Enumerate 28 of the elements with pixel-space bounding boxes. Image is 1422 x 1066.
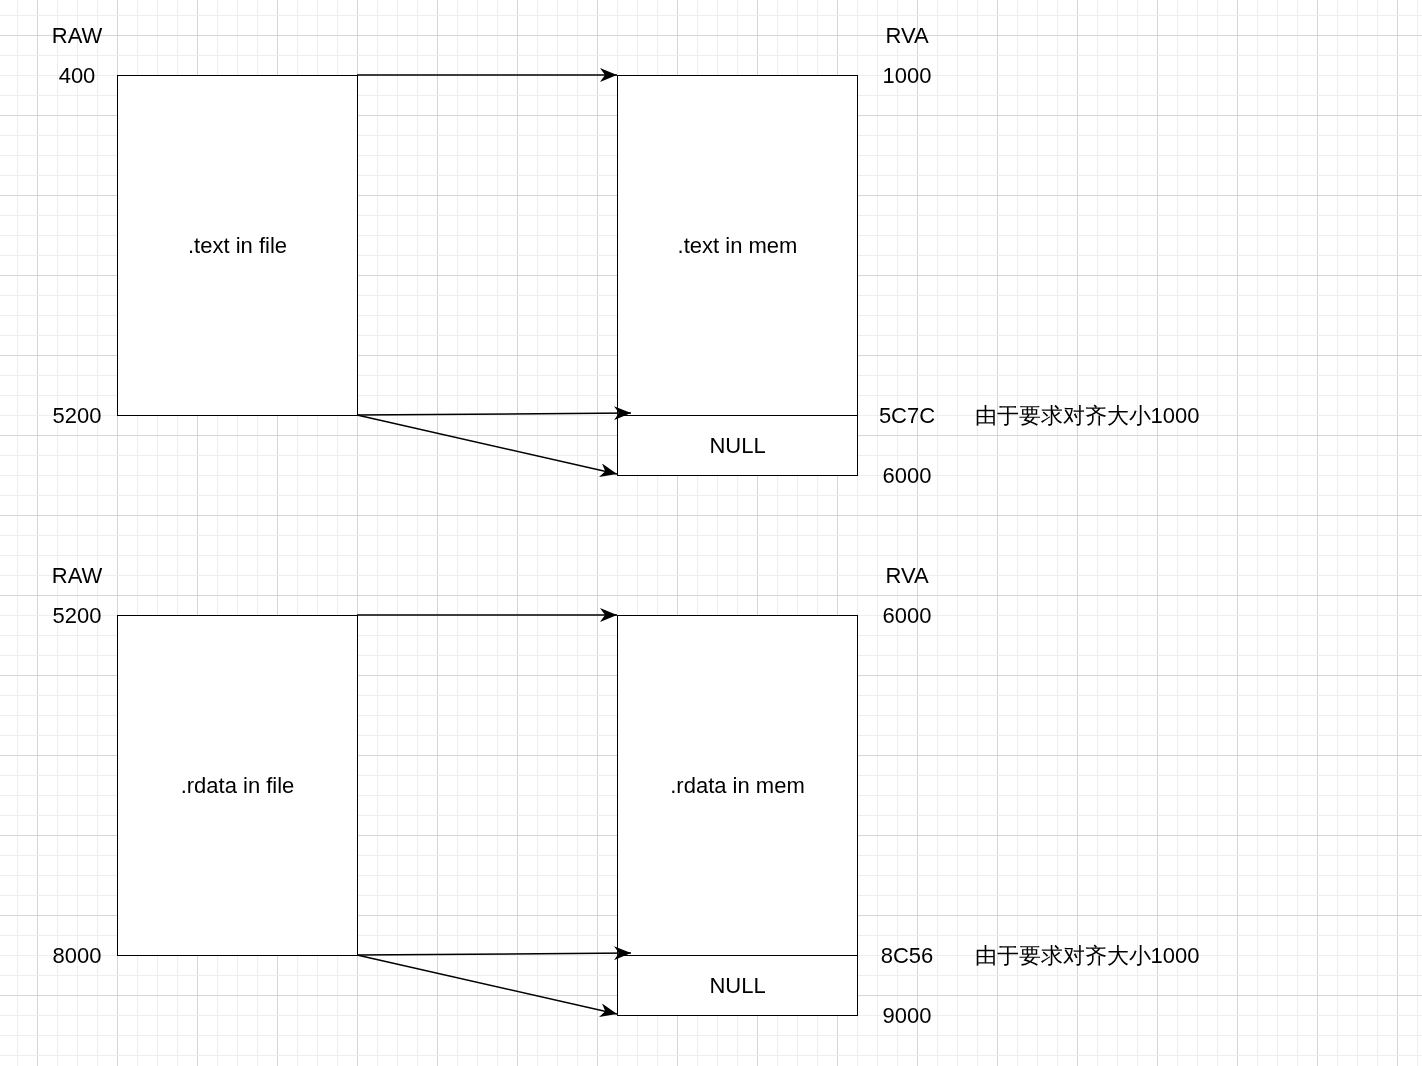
section-box: .rdata in mem	[617, 615, 858, 956]
offset-label: 5200	[52, 403, 102, 429]
arrow	[356, 406, 632, 421]
offset-label: 9000	[882, 1003, 932, 1029]
arrow	[356, 954, 618, 1018]
section-box: .rdata in file	[117, 615, 358, 956]
offset-label: 6000	[882, 463, 932, 489]
arrow	[356, 946, 632, 961]
offset-label: 5200	[52, 603, 102, 629]
section-box: .text in mem	[617, 75, 858, 416]
offset-label: 8C56	[880, 943, 934, 969]
column-heading: RVA	[885, 23, 929, 49]
arrow	[356, 68, 618, 82]
column-heading: RAW	[51, 563, 103, 589]
arrow	[356, 608, 618, 622]
note: 由于要求对齐大小1000	[974, 403, 1200, 429]
offset-label: 6000	[882, 603, 932, 629]
padding-box: NULL	[617, 955, 858, 1016]
section-box: .text in file	[117, 75, 358, 416]
offset-label: 400	[58, 63, 96, 89]
column-heading: RAW	[51, 23, 103, 49]
arrow	[356, 414, 618, 478]
offset-label: 1000	[882, 63, 932, 89]
column-heading: RVA	[885, 563, 929, 589]
note: 由于要求对齐大小1000	[974, 943, 1200, 969]
padding-box: NULL	[617, 415, 858, 476]
offset-label: 8000	[52, 943, 102, 969]
offset-label: 5C7C	[878, 403, 936, 429]
